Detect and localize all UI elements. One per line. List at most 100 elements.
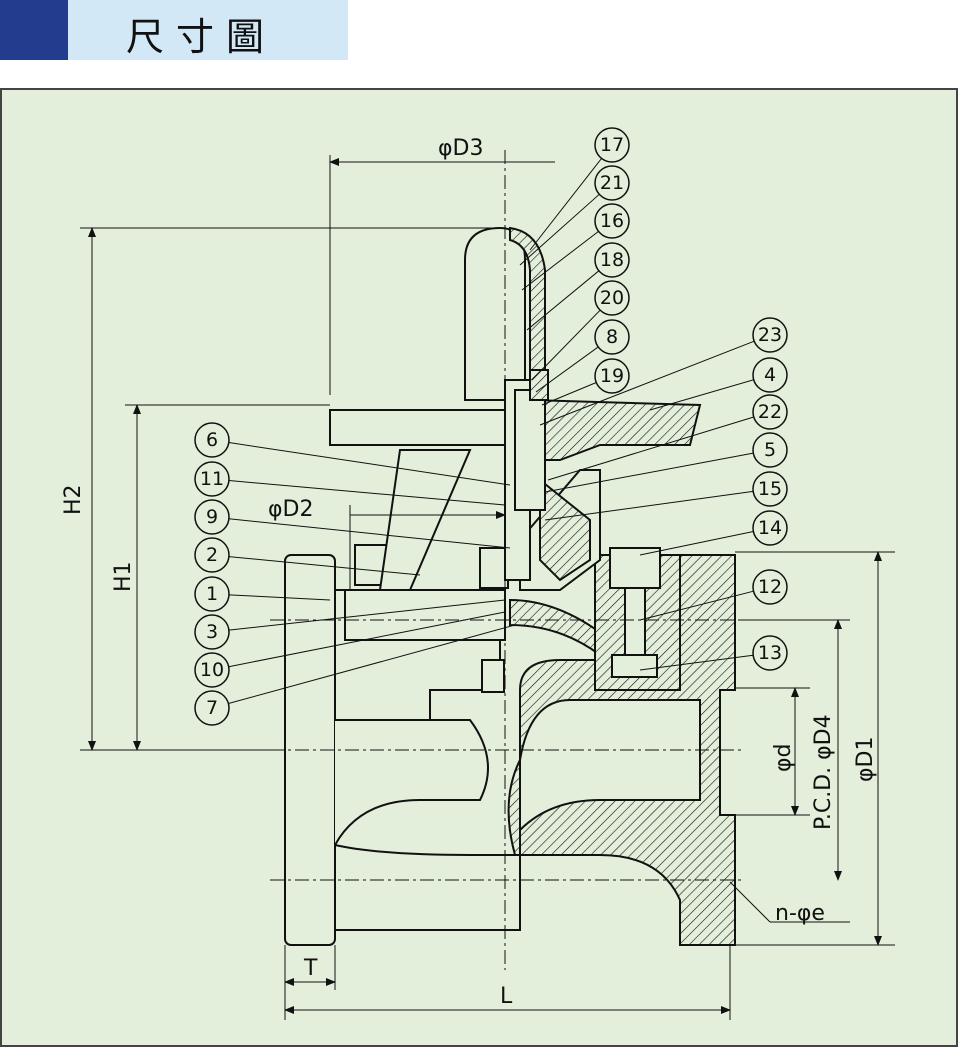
- leader-line: [228, 594, 331, 601]
- callout-19: 19: [541, 358, 630, 406]
- callout-5: 5: [544, 432, 788, 493]
- center-lines: [270, 150, 745, 970]
- callout-number: 20: [600, 287, 624, 309]
- leader-line: [531, 309, 601, 381]
- leader-line: [526, 270, 600, 331]
- callout-circle: [752, 510, 788, 546]
- dim-d4-label: P.C.D. φD4: [811, 714, 836, 830]
- leader-line: [228, 556, 421, 576]
- leader-line: [228, 442, 511, 486]
- callout-8: 8: [535, 319, 630, 393]
- callout-2: 2: [194, 537, 421, 576]
- leader-line: [228, 480, 506, 506]
- callout-6: 6: [194, 422, 511, 486]
- callout-number: 17: [600, 134, 624, 156]
- dim-d1-label: φD1: [853, 737, 878, 782]
- dim-d2-label: φD2: [268, 497, 313, 522]
- callout-22: 22: [547, 394, 788, 481]
- callout-circle: [594, 280, 630, 316]
- callout-18: 18: [526, 242, 630, 331]
- dim-t-label: T: [303, 956, 318, 981]
- callout-circle: [194, 652, 230, 688]
- dim-l-label: L: [500, 984, 513, 1009]
- callout-9: 9: [194, 499, 511, 549]
- callout-circle: [594, 127, 630, 163]
- dim-h1-label: H1: [111, 561, 136, 592]
- callout-circle: [194, 576, 230, 612]
- dim-ne-label: n-φe: [775, 901, 825, 926]
- callout-circle: [194, 614, 230, 650]
- callout-number: 15: [758, 478, 782, 500]
- callout-number: 6: [206, 429, 218, 451]
- leader-line: [521, 230, 599, 291]
- callout-number: 11: [200, 468, 224, 490]
- callout-number: 4: [764, 364, 776, 386]
- callout-circle: [194, 537, 230, 573]
- callout-circle: [194, 690, 230, 726]
- callout-20: 20: [531, 280, 630, 381]
- dim-h2-label: H2: [61, 484, 86, 515]
- leader-line: [535, 346, 599, 393]
- callout-21: 21: [519, 165, 630, 266]
- callout-number: 10: [200, 659, 224, 681]
- leader-line: [529, 158, 602, 251]
- callout-3: 3: [194, 599, 506, 650]
- callout-number: 7: [206, 697, 218, 719]
- callout-number: 14: [758, 517, 782, 539]
- callout-13: 13: [639, 635, 788, 671]
- leader-line: [547, 416, 754, 481]
- callout-number: 19: [600, 365, 624, 387]
- leader-line: [228, 611, 506, 668]
- callout-number: 3: [206, 621, 218, 643]
- callout-16: 16: [521, 203, 630, 291]
- callout-number: 5: [764, 439, 776, 461]
- leader-line: [228, 599, 506, 631]
- leader-line: [228, 624, 516, 704]
- leader-line: [541, 382, 597, 406]
- callout-circle: [594, 358, 630, 394]
- dim-d3-label: φD3: [438, 136, 483, 161]
- callout-number: 21: [600, 172, 624, 194]
- callout-number: 1: [206, 583, 218, 605]
- callout-15: 15: [544, 471, 788, 521]
- callout-circle: [752, 471, 788, 507]
- callout-number: 18: [600, 249, 624, 271]
- valve-body: [284, 226, 736, 946]
- callout-circle: [752, 569, 788, 605]
- callout-circle: [194, 461, 230, 497]
- leader-line: [228, 518, 511, 549]
- callout-circle: [594, 242, 630, 278]
- dimension-lines: [80, 155, 895, 1020]
- leader-line: [519, 193, 600, 266]
- callout-4: 4: [649, 357, 788, 411]
- callout-number: 13: [758, 642, 782, 664]
- callout-circle: [194, 499, 230, 535]
- callout-circle: [594, 165, 630, 201]
- callout-number: 9: [206, 506, 218, 528]
- leader-line: [639, 654, 754, 671]
- callout-number: 22: [758, 401, 782, 423]
- header-band: [68, 0, 348, 60]
- header-accent-block: [0, 0, 68, 60]
- callout-1: 1: [194, 576, 331, 612]
- callout-number: 23: [758, 324, 782, 346]
- callout-circle: [194, 422, 230, 458]
- callout-11: 11: [194, 461, 506, 506]
- callout-23: 23: [539, 317, 788, 426]
- callout-circle: [752, 357, 788, 393]
- callout-17: 17: [529, 127, 630, 251]
- dim-d-label: φd: [771, 744, 796, 772]
- callout-circle: [594, 203, 630, 239]
- callout-circle: [594, 319, 630, 355]
- callout-12: 12: [639, 569, 788, 621]
- page-title: 尺寸圖: [126, 15, 277, 59]
- callout-10: 10: [194, 611, 506, 688]
- callout-circle: [752, 432, 788, 468]
- leader-line: [544, 452, 754, 493]
- callout-number: 8: [606, 326, 618, 348]
- leader-line: [539, 340, 755, 426]
- callout-number: 2: [206, 544, 218, 566]
- callout-7: 7: [194, 624, 516, 726]
